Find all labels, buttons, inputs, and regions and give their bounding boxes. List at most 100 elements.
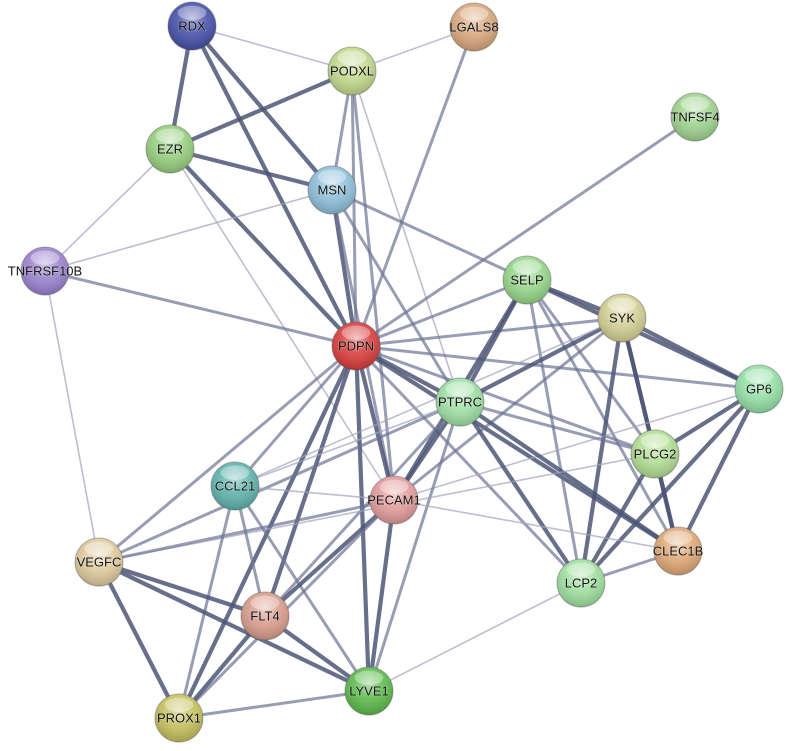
edge-podxl-ptprc — [351, 70, 461, 403]
node-gloss — [317, 169, 347, 184]
node-label: PROX1 — [157, 711, 201, 726]
node-ptprc[interactable]: PTPRC — [435, 377, 485, 427]
edge-ccl21-lyve1 — [233, 484, 371, 693]
node-highlight — [21, 247, 69, 295]
node-highlight — [735, 365, 783, 413]
node-gloss — [30, 250, 60, 265]
node-tnfsf4[interactable]: TNFSF4 — [670, 92, 720, 142]
node-plcg2[interactable]: PLCG2 — [630, 429, 680, 479]
node-prox1[interactable]: PROX1 — [154, 693, 204, 743]
edges-layer — [43, 23, 762, 721]
edge-gp6-pecam1 — [393, 388, 760, 501]
node-gloss — [663, 530, 693, 545]
edge-ptprc-flt4 — [263, 400, 462, 618]
edge-pecam1-vegfc — [97, 498, 396, 564]
node-msn[interactable]: MSN — [307, 165, 357, 215]
edge-rdx-pdpn — [189, 23, 359, 349]
node-pdpn[interactable]: PDPN — [331, 321, 381, 371]
edge-pecam1-flt4 — [262, 497, 397, 619]
edge-gp6-clec1b — [675, 386, 762, 554]
edge-gp6-lcp2 — [578, 386, 762, 586]
edge-selp-plcg2 — [525, 278, 657, 456]
edge-ptprc-ccl21 — [234, 401, 461, 487]
node-gloss — [341, 325, 371, 340]
node-pecam1[interactable]: PECAM1 — [367, 475, 421, 525]
node-rdx[interactable]: RDX — [167, 1, 217, 51]
edge-rdx-podxl — [191, 25, 353, 72]
edge-ezr-pdpn — [167, 146, 359, 349]
edge-msn-ptprc — [330, 188, 462, 404]
node-label: LCP2 — [565, 576, 598, 591]
edge-lcp2-lyve1 — [368, 582, 582, 692]
node-lcp2[interactable]: LCP2 — [556, 558, 606, 608]
edge-ccl21-pecam1 — [234, 485, 395, 501]
edge-ptprc-clec1b — [457, 399, 681, 554]
edge-syk-lcp2 — [578, 315, 625, 586]
node-lyve1[interactable]: LYVE1 — [344, 666, 394, 716]
edge-pecam1-lyve1 — [366, 497, 397, 694]
node-label: LGALS8 — [449, 20, 498, 35]
edge-syk-pecam1 — [392, 316, 624, 502]
node-ezr[interactable]: EZR — [145, 124, 195, 174]
node-gloss — [84, 541, 114, 556]
node-highlight — [75, 538, 123, 586]
edge-lgals8-pdpn — [354, 25, 476, 348]
node-syk[interactable]: SYK — [597, 293, 647, 343]
node-gp6[interactable]: GP6 — [734, 364, 784, 414]
edge-syk-ccl21 — [234, 317, 623, 487]
edge-pdpn-flt4 — [262, 343, 359, 619]
node-selp[interactable]: SELP — [502, 255, 552, 305]
node-highlight — [671, 93, 719, 141]
edge-ptprc-lyve1 — [367, 400, 462, 693]
node-label: GP6 — [746, 382, 772, 397]
node-clec1b[interactable]: CLEC1B — [652, 526, 704, 576]
node-gloss — [177, 5, 207, 20]
node-vegfc[interactable]: VEGFC — [74, 537, 124, 587]
edge-pdpn-gp6 — [354, 344, 761, 391]
node-gloss — [220, 465, 250, 480]
node-label: PTPRC — [438, 395, 482, 410]
edge-syk-gp6 — [619, 315, 762, 392]
node-label: RDX — [178, 19, 206, 34]
node-gloss — [512, 259, 542, 274]
node-gloss — [164, 697, 194, 712]
edge-vegfc-flt4 — [96, 559, 268, 619]
node-label: SYK — [609, 311, 635, 326]
edge-ccl21-prox1 — [177, 484, 237, 720]
node-gloss — [566, 562, 596, 577]
node-label: PDPN — [338, 339, 374, 354]
edge-clec1b-pecam1 — [393, 499, 679, 552]
node-ccl21[interactable]: CCL21 — [210, 461, 260, 511]
node-highlight — [450, 3, 498, 51]
node-label: LYVE1 — [349, 684, 389, 699]
node-podxl[interactable]: PODXL — [327, 46, 377, 96]
node-highlight — [308, 166, 356, 214]
node-lgals8[interactable]: LGALS8 — [449, 2, 499, 52]
node-highlight — [503, 256, 551, 304]
edge-ptprc-plcg2 — [458, 400, 657, 456]
edge-pdpn-vegfc — [97, 344, 358, 564]
edge-ezr-msn — [167, 146, 335, 193]
node-label: TNFSF4 — [670, 110, 719, 125]
node-gloss — [680, 96, 710, 112]
edge-pdpn-pecam1 — [353, 343, 397, 503]
edge-msn-selp — [330, 188, 529, 282]
node-highlight — [598, 294, 646, 342]
node-highlight — [168, 2, 216, 50]
edge-syk-ptprc — [457, 315, 625, 405]
node-tnfrsf10b[interactable]: TNFRSF10B — [7, 246, 83, 296]
node-gloss — [354, 670, 384, 685]
node-highlight — [332, 322, 380, 370]
node-highlight — [241, 592, 289, 640]
node-highlight — [211, 462, 259, 510]
node-highlight — [631, 430, 679, 478]
node-highlight — [146, 125, 194, 173]
node-flt4[interactable]: FLT4 — [240, 591, 290, 641]
node-highlight — [328, 47, 376, 95]
edge-tnfrsf10b-pdpn — [43, 269, 358, 348]
edge-ptprc-lcp2 — [457, 399, 584, 586]
node-gloss — [250, 595, 280, 610]
node-gloss — [640, 433, 670, 448]
